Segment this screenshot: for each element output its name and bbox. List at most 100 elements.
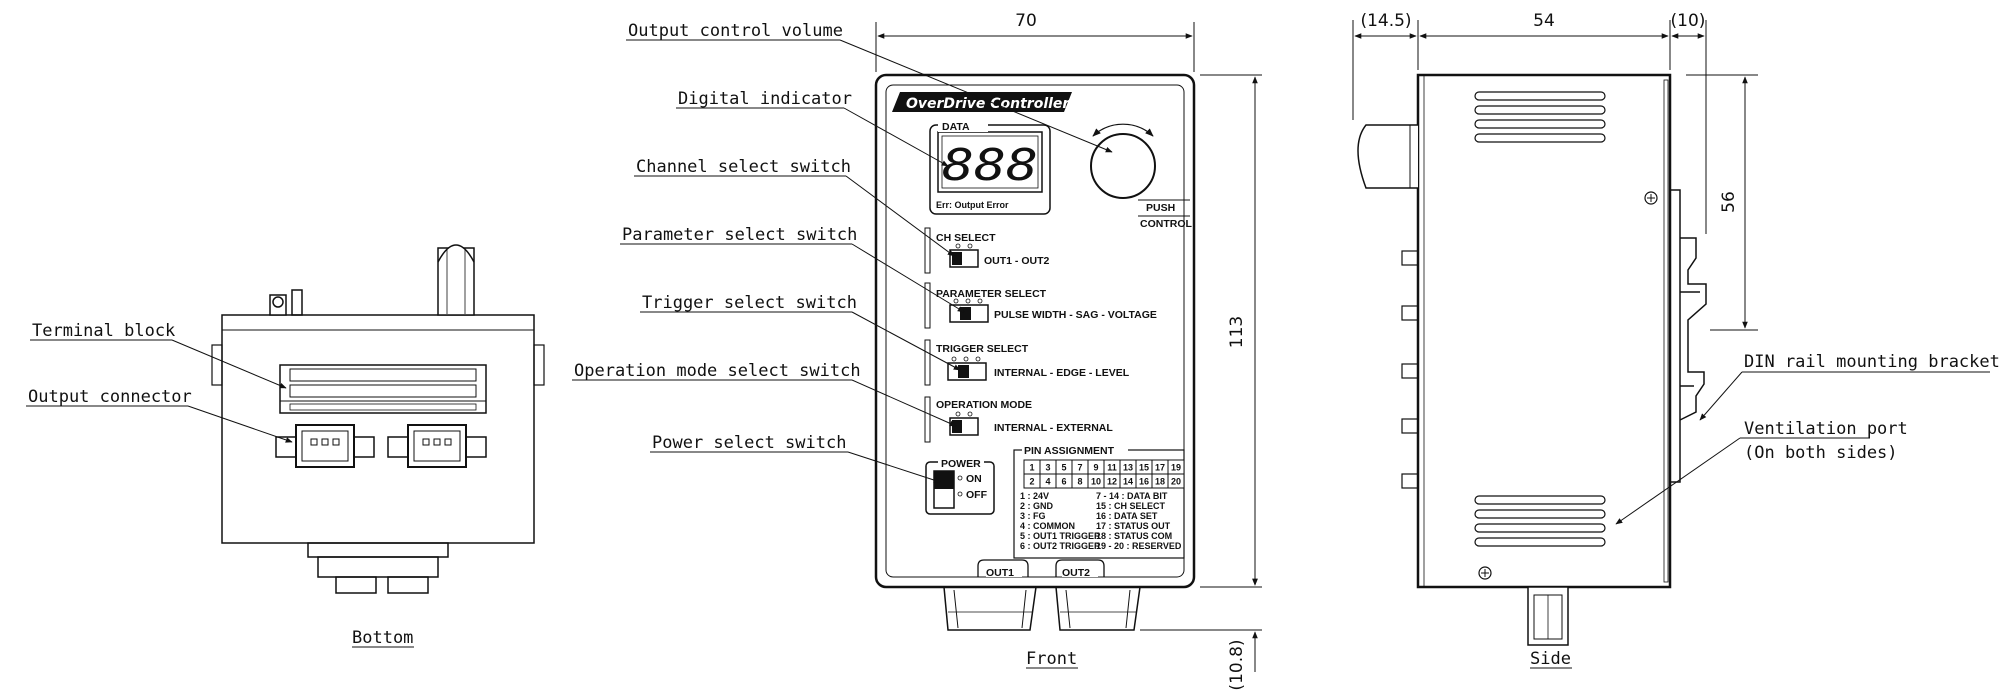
side-right-dim: (10) bbox=[1671, 11, 1706, 31]
bottom-output-connector-2 bbox=[387, 424, 487, 468]
digital-display: 888 bbox=[942, 140, 1038, 191]
pin-number: 11 bbox=[1107, 463, 1117, 473]
bottom-housing bbox=[221, 314, 535, 544]
callout-output-connector: Output connector bbox=[28, 387, 192, 407]
out1-connector bbox=[943, 586, 1037, 631]
callout-parameter-select-switch: Parameter select switch bbox=[622, 225, 857, 245]
power-on-label: ON bbox=[966, 473, 982, 485]
pin-number: 9 bbox=[1093, 463, 1098, 473]
out2-connector bbox=[1055, 586, 1141, 631]
data-label: DATA bbox=[942, 121, 970, 133]
ch-select-switch[interactable] bbox=[949, 243, 979, 268]
pin-legend-line: 2 : GND bbox=[1020, 501, 1054, 511]
pin-number: 17 bbox=[1155, 463, 1165, 473]
pin-legend-line: 7 - 14 : DATA BIT bbox=[1096, 491, 1168, 501]
view-title-front: Front bbox=[1026, 649, 1077, 669]
trigger-select-switch[interactable] bbox=[947, 356, 987, 381]
pin-legend-line: 1 : 24V bbox=[1020, 491, 1049, 501]
pin-number: 19 bbox=[1171, 463, 1181, 473]
callout-digital-indicator: Digital indicator bbox=[678, 89, 852, 109]
callout-leaders bbox=[26, 39, 1990, 525]
side-view bbox=[1357, 73, 1707, 646]
bottom-terminal-block bbox=[279, 364, 487, 414]
side-left-dim: (14.5) bbox=[1360, 11, 1411, 31]
power-switch[interactable] bbox=[933, 470, 955, 509]
pin-number: 10 bbox=[1091, 477, 1101, 487]
pin-number: 16 bbox=[1139, 477, 1149, 487]
data-display-box bbox=[929, 124, 1051, 215]
pin-legend-line: 15 : CH SELECT bbox=[1096, 501, 1166, 511]
front-width-dim: 70 bbox=[1015, 11, 1037, 31]
control-knob[interactable] bbox=[1090, 133, 1156, 199]
front-height-dim: 113 bbox=[1227, 316, 1247, 348]
callout-ventilation-port: Ventilation port bbox=[1744, 419, 1908, 439]
pin-legend-line: 3 : FG bbox=[1020, 511, 1046, 521]
parameter-select-title: PARAMETER SELECT bbox=[936, 288, 1047, 300]
pin-legend-line: 19 - 20 : RESERVED bbox=[1096, 541, 1182, 551]
side-bracket-dim: 56 bbox=[1719, 191, 1739, 213]
pin-number: 7 bbox=[1077, 463, 1082, 473]
front-dimensions bbox=[875, 22, 1262, 672]
front-housing bbox=[874, 73, 1196, 589]
pin-number: 4 bbox=[1045, 477, 1050, 487]
pin-number: 8 bbox=[1077, 477, 1082, 487]
side-knob bbox=[1357, 124, 1418, 189]
pin-number: 14 bbox=[1123, 477, 1133, 487]
pin-number: 18 bbox=[1155, 477, 1165, 487]
brand-badge bbox=[892, 92, 1072, 112]
trigger-select-options: INTERNAL - EDGE - LEVEL bbox=[994, 367, 1130, 379]
control-label: CONTROL bbox=[1140, 218, 1192, 230]
parameter-select-switch[interactable] bbox=[949, 298, 989, 323]
pin-number: 12 bbox=[1107, 477, 1117, 487]
callout-terminal-block: Terminal block bbox=[32, 321, 175, 341]
pin-number: 5 bbox=[1061, 463, 1066, 473]
pin-number: 13 bbox=[1123, 463, 1133, 473]
pin-number: 3 bbox=[1045, 463, 1050, 473]
callout-operation-mode-select-switch: Operation mode select switch bbox=[574, 361, 861, 381]
operation-mode-options: INTERNAL - EXTERNAL bbox=[994, 422, 1113, 434]
brand-label: OverDrive Controller bbox=[906, 96, 1070, 112]
view-title-bottom: Bottom bbox=[352, 628, 413, 648]
pin-number: 15 bbox=[1139, 463, 1149, 473]
pin-legend-line: 5 : OUT1 TRIGGER bbox=[1020, 531, 1101, 541]
callout-power-select-switch: Power select switch bbox=[652, 433, 846, 453]
parameter-select-options: PULSE WIDTH - SAG - VOLTAGE bbox=[994, 309, 1157, 321]
pin-number: 20 bbox=[1171, 477, 1181, 487]
pin-legend-line: 17 : STATUS OUT bbox=[1096, 521, 1171, 531]
callout-channel-select-switch: Channel select switch bbox=[636, 157, 851, 177]
callout-trigger-select-switch: Trigger select switch bbox=[642, 293, 857, 313]
din-rail-bracket bbox=[1669, 189, 1707, 483]
side-width-dim: 54 bbox=[1533, 11, 1555, 31]
operation-mode-title: OPERATION MODE bbox=[936, 399, 1032, 411]
callout-din-rail-bracket: DIN rail mounting bracket bbox=[1744, 352, 2000, 372]
callout-output-control-volume: Output control volume bbox=[628, 21, 843, 41]
pin-legend-line: 16 : DATA SET bbox=[1096, 511, 1158, 521]
bottom-output-connector-1 bbox=[275, 424, 375, 468]
out1-label: OUT1 bbox=[986, 567, 1014, 579]
pin-legend-line: 18 : STATUS COM bbox=[1096, 531, 1172, 541]
bottom-view bbox=[211, 244, 545, 594]
pin-cell bbox=[1167, 473, 1185, 489]
operation-mode-switch[interactable] bbox=[949, 411, 979, 436]
trigger-select-title: TRIGGER SELECT bbox=[936, 343, 1029, 355]
ch-select-options: OUT1 - OUT2 bbox=[984, 255, 1049, 267]
side-dimensions bbox=[1352, 20, 1758, 331]
pin-number: 6 bbox=[1061, 477, 1066, 487]
out2-label: OUT2 bbox=[1062, 567, 1090, 579]
callout-ventilation-port-note: (On both sides) bbox=[1744, 443, 1898, 463]
power-off-label: OFF bbox=[966, 489, 988, 501]
front-bottom-dim: (10.8) bbox=[1227, 639, 1247, 690]
vent-slots-bottom bbox=[1474, 495, 1606, 547]
vent-slots-top bbox=[1474, 91, 1606, 143]
pin-number: 1 bbox=[1029, 463, 1034, 473]
pin-assignment-title: PIN ASSIGNMENT bbox=[1024, 445, 1115, 457]
pin-legend-line: 6 : OUT2 TRIGGER bbox=[1020, 541, 1101, 551]
pin-legend-line: 4 : COMMON bbox=[1020, 521, 1075, 531]
power-title: POWER bbox=[941, 458, 981, 470]
ch-select-title: CH SELECT bbox=[936, 232, 996, 244]
pin-number: 2 bbox=[1029, 477, 1034, 487]
